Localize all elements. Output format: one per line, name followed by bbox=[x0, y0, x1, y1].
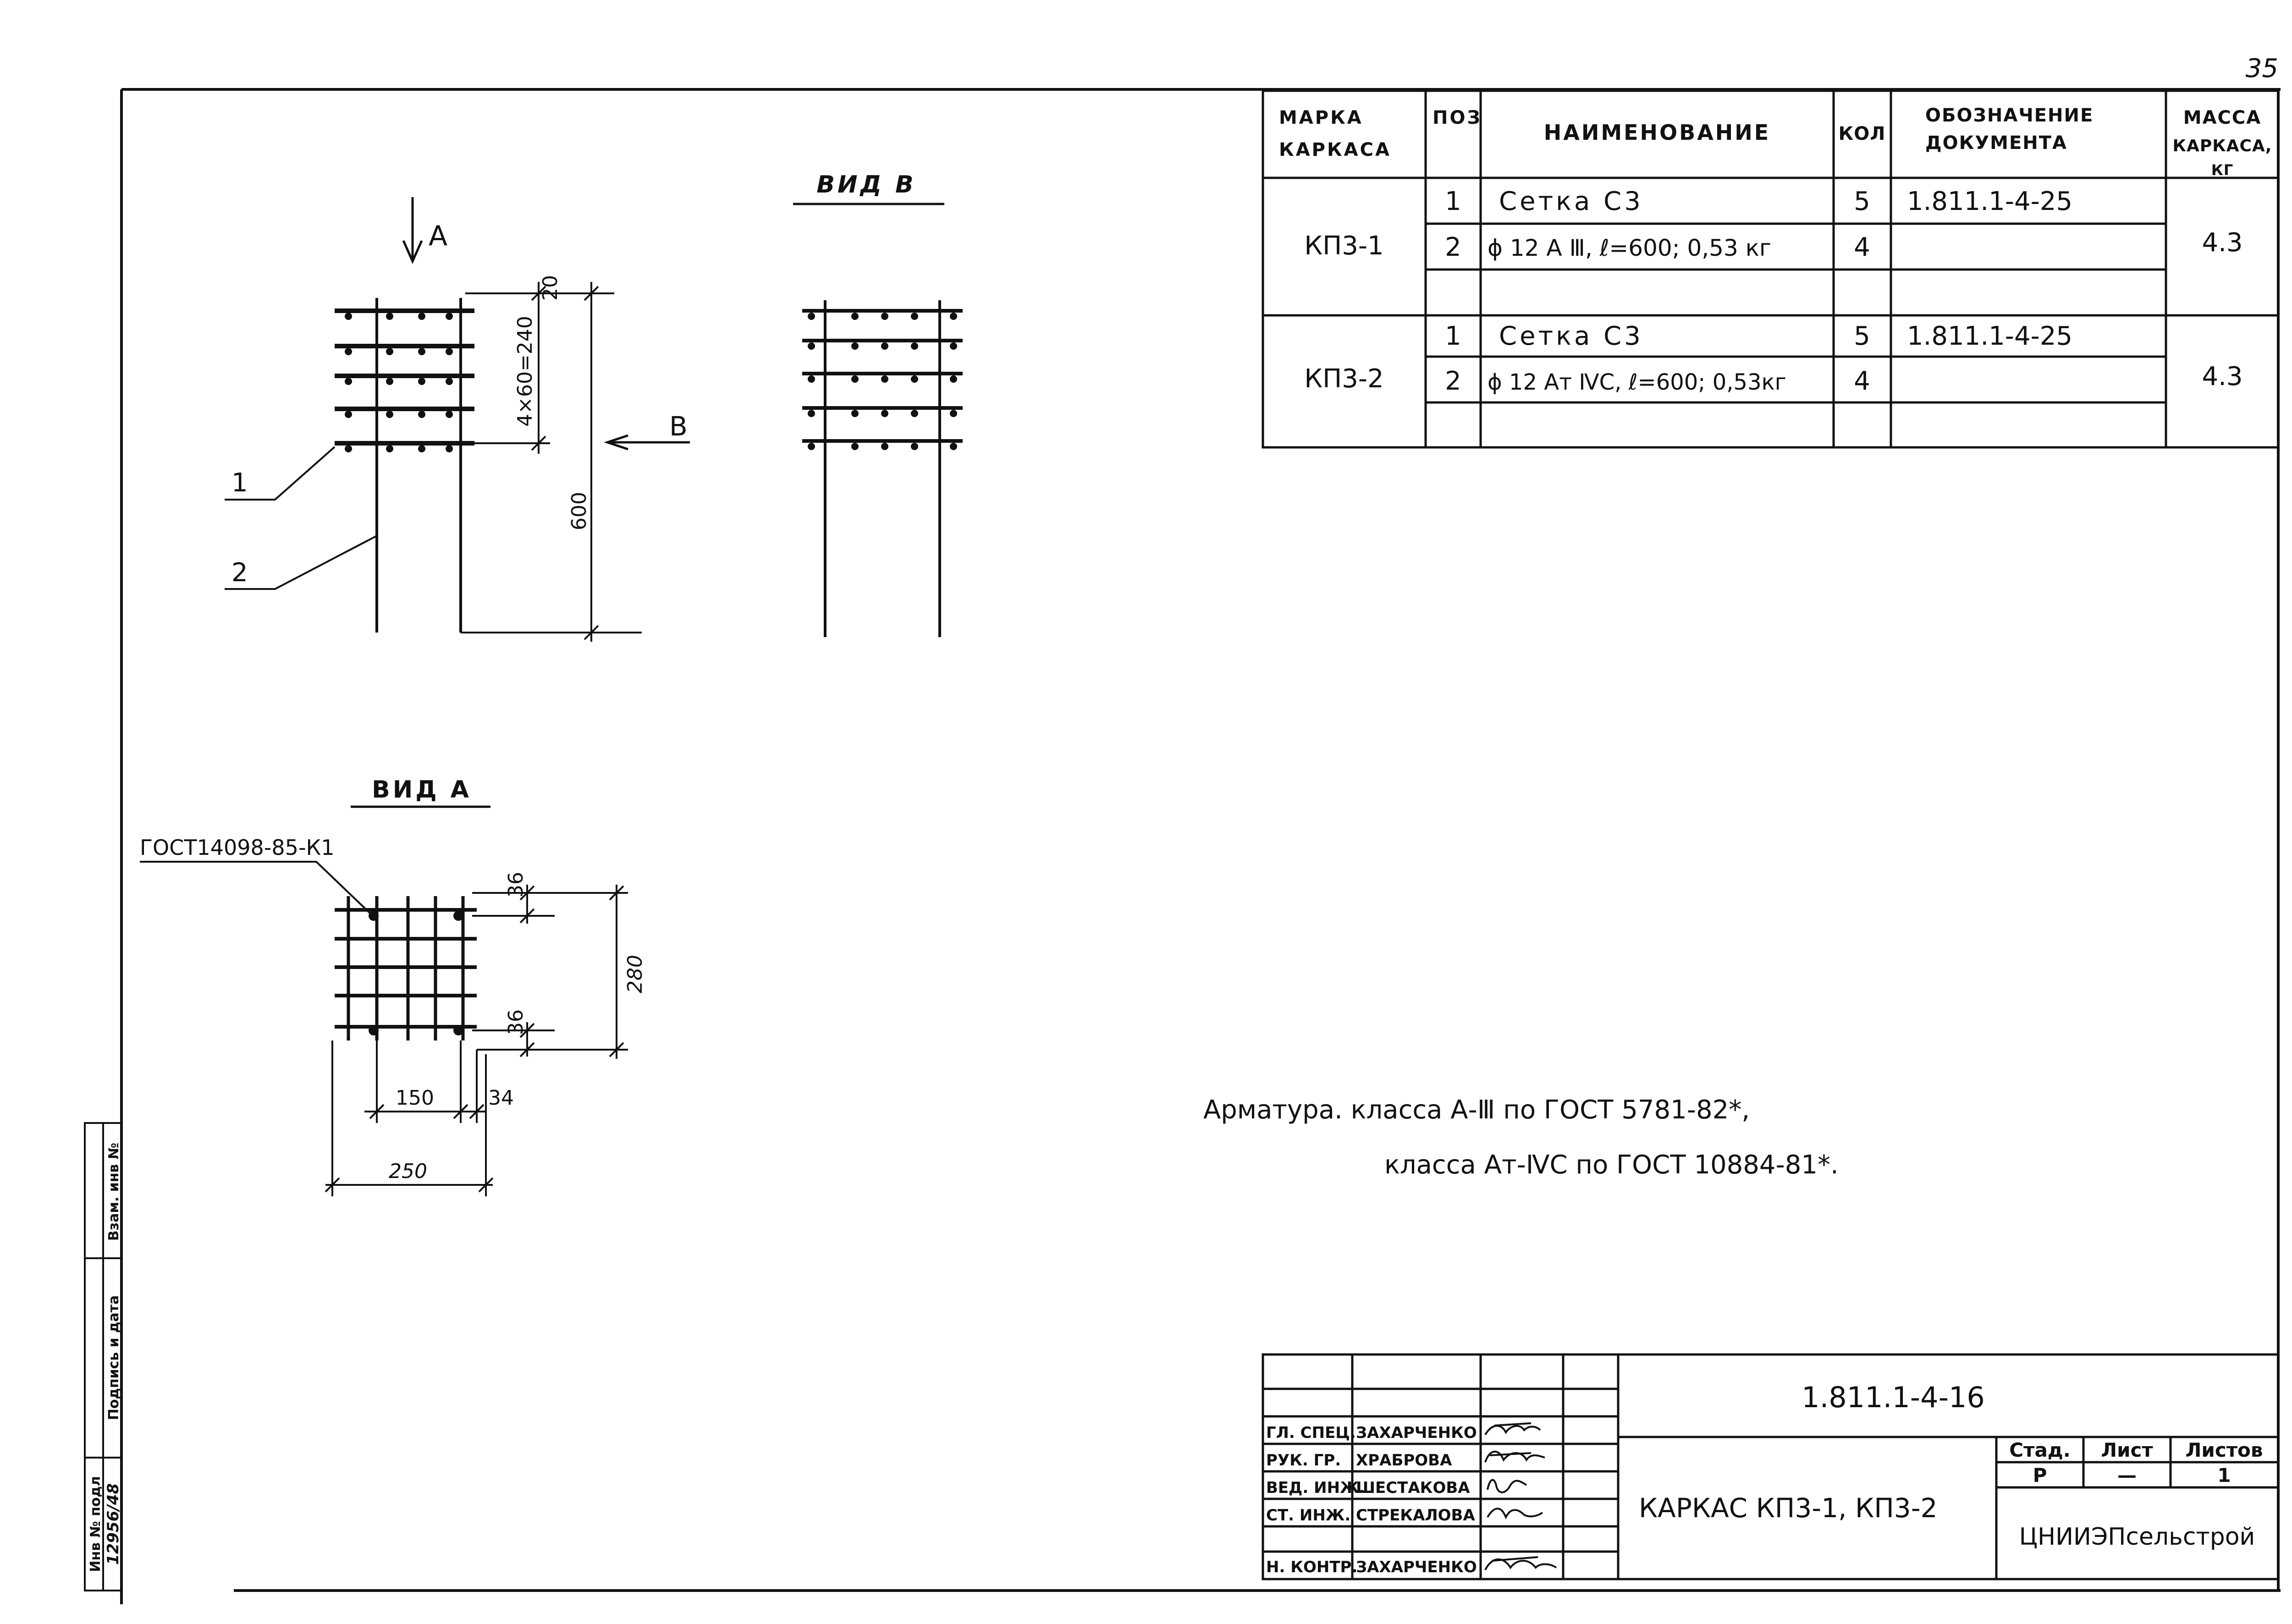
leader-1-label: 1 bbox=[231, 468, 248, 498]
signatures bbox=[1484, 1422, 1557, 1570]
group2-row1-doc: 1.811.1-4-25 bbox=[1907, 321, 2072, 351]
drawing-title: КАРКАС КП3-1, КП3-2 bbox=[1639, 1492, 1938, 1524]
header-mass-line3: КГ bbox=[2211, 161, 2234, 179]
drawing-frame bbox=[120, 88, 2281, 1604]
side-stamp-vzam-inv: Взам. инв № bbox=[106, 1143, 122, 1241]
view-b-nodes bbox=[808, 313, 957, 450]
dim-34: 34 bbox=[488, 1086, 514, 1110]
dim-250: 250 bbox=[389, 1160, 427, 1183]
group1-mass: 4.3 bbox=[2202, 228, 2242, 258]
note-line2: класса Ат-ⅣС по ГОСТ 10884-81*. bbox=[1384, 1150, 1839, 1180]
person-1-name: ЗАХАРЧЕНКО bbox=[1356, 1424, 1477, 1442]
group2-row1-name: Сетка С3 bbox=[1499, 321, 1643, 351]
person-2-name: ХРАБРОВА bbox=[1356, 1451, 1452, 1470]
group2-row2-name: ϕ 12 Ат ⅣС, ℓ=600; 0,53кг bbox=[1488, 369, 1786, 395]
group1-row1-pos: 1 bbox=[1445, 187, 1461, 216]
person-2-role: РУК. ГР. bbox=[1266, 1451, 1341, 1470]
person-3-role: ВЕД. ИНЖ. bbox=[1266, 1479, 1365, 1497]
arrow-b-label: В bbox=[669, 411, 688, 442]
header-mark-line1: МАРКА bbox=[1279, 107, 1363, 128]
sheets-label: Листов bbox=[2186, 1439, 2263, 1461]
group1-row2-pos: 2 bbox=[1445, 232, 1461, 262]
view-b: ВИД В bbox=[793, 171, 963, 637]
person-5-name: ЗАХАРЧЕНКО bbox=[1356, 1558, 1477, 1576]
dim-36-bottom: 36 bbox=[504, 1009, 528, 1035]
person-4-name: СТРЕКАЛОВА bbox=[1356, 1506, 1475, 1525]
leader-2-label: 2 bbox=[231, 558, 248, 588]
header-mark-line2: КАРКАСА bbox=[1279, 139, 1391, 160]
organization: ЦНИИЭПсельстрой bbox=[2019, 1523, 2255, 1551]
header-doc-line2: ДОКУМЕНТА bbox=[1925, 132, 2067, 154]
group1-row2-qty: 4 bbox=[1854, 232, 1870, 262]
gost-note: ГОСТ14098-85-К1 bbox=[140, 835, 334, 860]
side-stamp-inv-podl: Инв № подл bbox=[88, 1476, 104, 1572]
group2-row2-pos: 2 bbox=[1445, 366, 1461, 396]
sheets-value: 1 bbox=[2217, 1464, 2231, 1486]
sheet-label: Лист bbox=[2101, 1439, 2153, 1461]
header-doc-line1: ОБОЗНАЧЕНИЕ bbox=[1925, 105, 2094, 126]
spec-table: МАРКА КАРКАСА ПОЗ НАИМЕНОВАНИЕ КОЛ ОБОЗН… bbox=[1262, 89, 2280, 449]
group2-mark: КП3-2 bbox=[1304, 364, 1383, 394]
dim-150: 150 bbox=[396, 1086, 434, 1110]
title-block: ГЛ. СПЕЦ. ЗАХАРЧЕНКО РУК. ГР. ХРАБРОВА В… bbox=[1262, 1353, 2280, 1580]
dim-height-600: 600 bbox=[567, 492, 591, 530]
side-view-nodes bbox=[345, 313, 453, 452]
group1-row1-qty: 5 bbox=[1854, 187, 1870, 216]
title-block-grid bbox=[1262, 1353, 2280, 1580]
side-view-dimensions bbox=[461, 282, 642, 642]
view-b-title: ВИД В bbox=[816, 171, 916, 198]
doc-code: 1.811.1-4-16 bbox=[1802, 1381, 1985, 1414]
group2-mass: 4.3 bbox=[2202, 362, 2242, 391]
header-qty: КОЛ bbox=[1839, 123, 1886, 144]
person-5-role: Н. КОНТР. bbox=[1266, 1558, 1357, 1576]
dim-top-20: 20 bbox=[539, 275, 562, 301]
person-1-role: ГЛ. СПЕЦ. bbox=[1266, 1424, 1356, 1442]
dim-36-top: 36 bbox=[504, 872, 528, 897]
header-pos: ПОЗ bbox=[1432, 107, 1482, 128]
arrow-a-label: А bbox=[429, 220, 447, 252]
arrow-b bbox=[604, 434, 690, 451]
stage-label: Стад. bbox=[2009, 1439, 2070, 1461]
gost-leader bbox=[140, 861, 372, 915]
note-line1: Арматура. класса А-Ⅲ по ГОСТ 5781-82*, bbox=[1203, 1095, 1750, 1125]
group1-row2-name: ϕ 12 А Ⅲ, ℓ=600; 0,53 кг bbox=[1488, 235, 1771, 261]
arrow-a bbox=[402, 197, 423, 264]
spec-table-grid bbox=[1262, 89, 2280, 449]
header-mass-line2: КАРКАСА, bbox=[2173, 137, 2272, 155]
group1-row1-name: Сетка С3 bbox=[1499, 187, 1643, 216]
group2-row2-qty: 4 bbox=[1854, 366, 1870, 396]
header-name: НАИМЕНОВАНИЕ bbox=[1544, 120, 1770, 145]
side-stamp-podpis: Подпись и дата bbox=[106, 1295, 122, 1420]
dim-280: 280 bbox=[623, 955, 647, 993]
group1-row1-doc: 1.811.1-4-25 bbox=[1907, 187, 2072, 216]
view-a-bar-sections bbox=[369, 911, 463, 1035]
stage-value: Р bbox=[2033, 1464, 2047, 1486]
side-stamp: Взам. инв № Подпись и дата Инв № подл 12… bbox=[84, 1122, 122, 1591]
group2-row1-qty: 5 bbox=[1854, 321, 1870, 351]
side-view-bars bbox=[335, 298, 474, 633]
page-number: 35 bbox=[2246, 54, 2278, 83]
group1-mark: КП3-1 bbox=[1304, 231, 1383, 261]
side-view: А В 20 4×60=240 600 1 2 bbox=[225, 197, 690, 642]
dim-spacing: 4×60=240 bbox=[513, 316, 537, 427]
side-stamp-inv-number: 12956/48 bbox=[104, 1483, 122, 1565]
view-a-dimensions bbox=[325, 885, 628, 1196]
group2-row1-pos: 1 bbox=[1445, 321, 1461, 351]
leaders bbox=[225, 446, 376, 590]
view-a: ВИД А ГОСТ14098-85-К1 bbox=[140, 776, 647, 1196]
side-stamp-grid bbox=[84, 1122, 122, 1591]
view-a-title: ВИД А bbox=[372, 776, 472, 804]
sheet-value: — bbox=[2117, 1464, 2137, 1486]
view-b-bars bbox=[802, 300, 963, 637]
person-4-role: СТ. ИНЖ. bbox=[1266, 1506, 1350, 1525]
header-mass-line1: МАССА bbox=[2183, 107, 2261, 128]
view-a-grid bbox=[335, 896, 477, 1040]
person-3-name: ШЕСТАКОВА bbox=[1356, 1479, 1470, 1497]
